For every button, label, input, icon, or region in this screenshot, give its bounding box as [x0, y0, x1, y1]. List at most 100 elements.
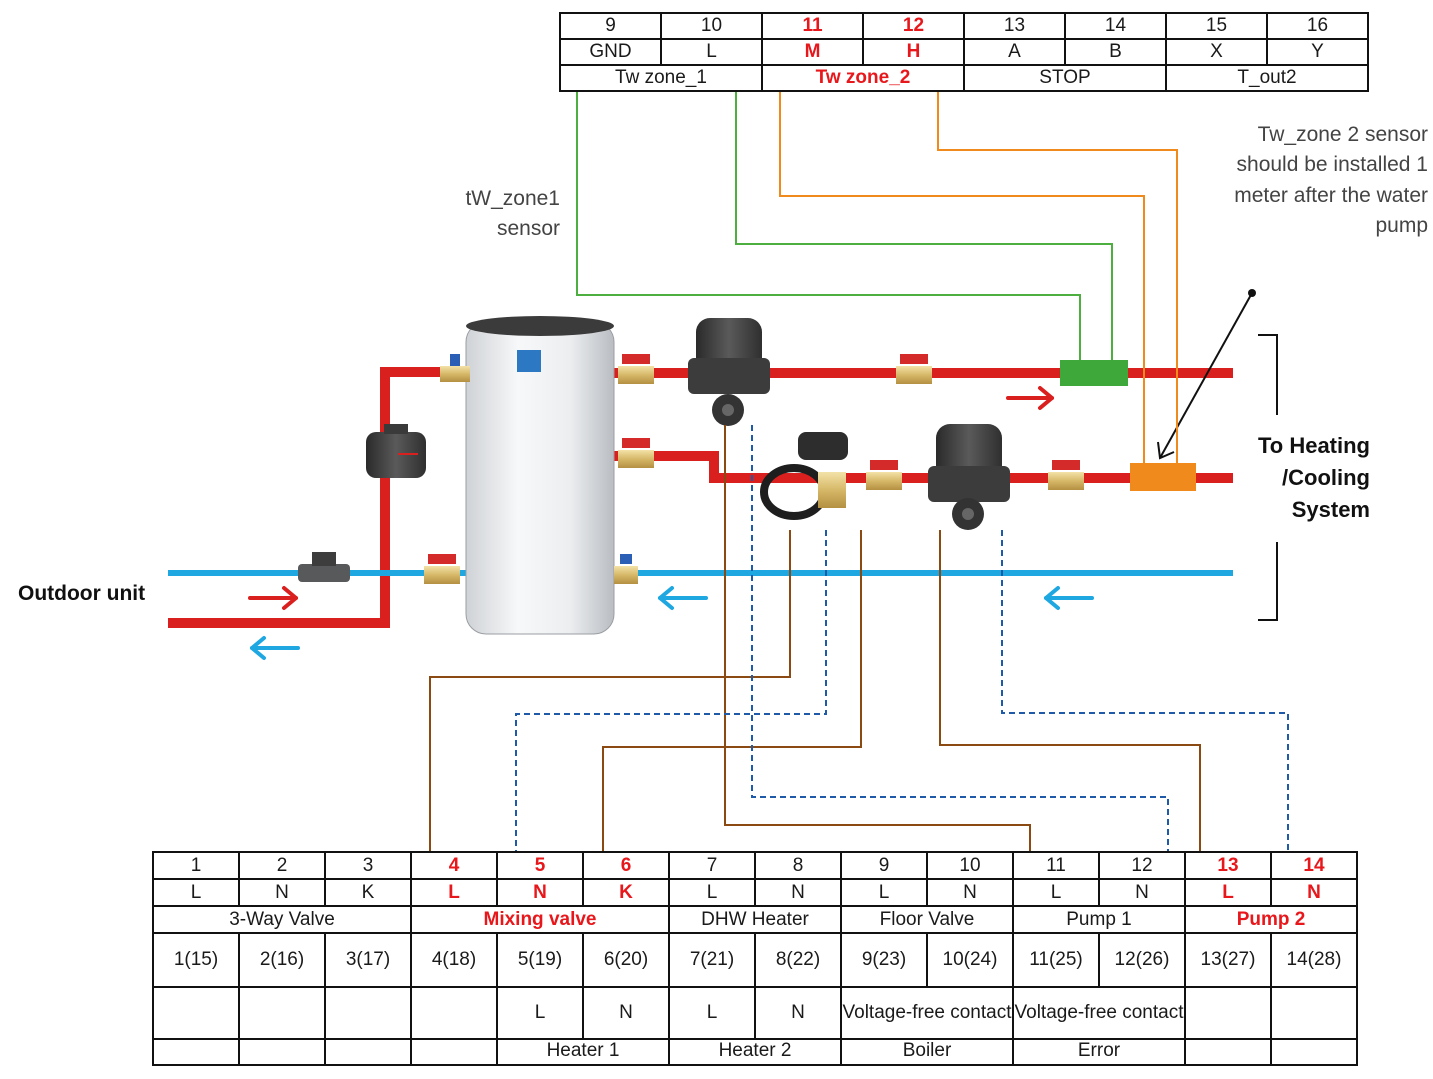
terminal-function: Pump 1	[1012, 905, 1186, 934]
terminal-letter: B	[1064, 38, 1167, 66]
terminal-letter: L	[152, 878, 240, 907]
terminal-function-row: 3-Way Valve Mixing valve DHW Heater Floo…	[152, 905, 1358, 934]
terminal-number: 14	[1064, 12, 1167, 40]
three-way-valve-icon	[298, 552, 350, 582]
hot-pipe-outdoor	[168, 367, 470, 628]
terminal-letter-row: L N K L N K L N L N L N L N	[152, 878, 1358, 907]
terminal-letter: GND	[559, 38, 662, 66]
terminal-alt-number: 4(18)	[410, 932, 498, 988]
terminal-empty-cell	[152, 986, 240, 1040]
terminal-number: 9	[559, 12, 662, 40]
terminal-number-row: 9 10 11 12 13 14 15 16	[559, 12, 1369, 40]
terminal-number: 10	[660, 12, 763, 40]
pump-1-icon	[688, 318, 770, 426]
zone1-sensor-pocket	[1060, 360, 1128, 386]
wire-pump1-l	[724, 425, 1031, 862]
wire-mixing-l	[429, 530, 791, 862]
terminal-function: Floor Valve	[840, 905, 1014, 934]
terminal-number: 11	[761, 12, 864, 40]
wire-mixing-k	[602, 530, 862, 862]
terminal-function: Pump 2	[1184, 905, 1358, 934]
terminal-group: T_out2	[1165, 64, 1369, 92]
terminal-alt-number: 5(19)	[496, 932, 584, 988]
terminal-function: 3-Way Valve	[152, 905, 412, 934]
terminal-number: 2	[238, 851, 326, 880]
arrow-left-icon	[658, 586, 708, 610]
terminal-letter: Y	[1266, 38, 1369, 66]
terminal-letter: A	[963, 38, 1066, 66]
terminal-alt-number: 13(27)	[1184, 932, 1272, 988]
terminal-number: 10	[926, 851, 1014, 880]
terminal-alt-number: 1(15)	[152, 932, 240, 988]
voltage-free-contact: Voltage-free contact	[1012, 986, 1186, 1040]
terminal-alt-number: 3(17)	[324, 932, 412, 988]
terminal-group-row: Tw zone_1 Tw zone_2 STOP T_out2	[559, 64, 1369, 92]
sensor-wires	[573, 58, 1178, 463]
terminal-letter: L	[840, 878, 928, 907]
terminal-number: 8	[754, 851, 842, 880]
terminal-contact-row: L N L N Voltage-free contact Voltage-fre…	[152, 986, 1358, 1040]
ball-valve-icon	[618, 354, 654, 384]
pump-2-icon	[928, 424, 1010, 530]
ball-valve-icon	[424, 554, 460, 584]
terminal-alt-number: 9(23)	[840, 932, 928, 988]
ball-valve-icon	[1048, 460, 1084, 490]
zone2-sensor-pocket	[1130, 463, 1196, 491]
terminal-alt-number: 10(24)	[926, 932, 1014, 988]
arrow-left-icon	[1044, 586, 1094, 610]
ball-valve-icon	[440, 354, 470, 382]
terminal-group: Tw zone_2	[761, 64, 965, 92]
terminal-letter: M	[761, 38, 864, 66]
arrow-left-icon	[250, 636, 300, 660]
terminal-alt-number: 7(21)	[668, 932, 756, 988]
wire-zone1-gnd	[576, 62, 1081, 360]
terminal-letter: N	[754, 878, 842, 907]
arrow-right-icon	[1006, 386, 1054, 410]
terminal-alt-number-row: 1(15) 2(16) 3(17) 4(18) 5(19) 6(20) 7(21…	[152, 932, 1358, 988]
ball-valve-icon	[614, 554, 638, 584]
terminal-group: Tw zone_1	[559, 64, 763, 92]
circulator-pump-outdoor-icon	[366, 424, 426, 478]
terminal-empty-cell	[1184, 1038, 1272, 1066]
wire-zone2-h	[937, 62, 1178, 463]
terminal-empty-cell	[152, 1038, 240, 1066]
terminal-letter: N	[926, 878, 1014, 907]
voltage-free-contact: Voltage-free contact	[840, 986, 1014, 1040]
terminal-letter: L	[1184, 878, 1272, 907]
wire-zone2-m	[779, 62, 1145, 463]
terminal-number: 6	[582, 851, 670, 880]
terminal-empty-cell	[238, 1038, 326, 1066]
zone1-sensor-label: tW_zone1 sensor	[465, 187, 560, 241]
terminal-function: DHW Heater	[668, 905, 842, 934]
terminal-number: 3	[324, 851, 412, 880]
sensor-pointer	[1157, 289, 1256, 460]
wire-mixing-n	[515, 530, 827, 862]
terminal-alt-number: 14(28)	[1270, 932, 1358, 988]
terminal-empty-cell	[1270, 1038, 1358, 1066]
system-bracket	[1258, 542, 1278, 621]
terminal-empty-cell	[410, 986, 498, 1040]
terminal-aux-row: Heater 1 Heater 2 Boiler Error	[152, 1038, 1358, 1066]
heating-system-label: To Heating /Cooling System	[1257, 433, 1370, 522]
zone2-sensor-note: Tw_zone 2 sensor should be installed 1 m…	[1234, 123, 1428, 238]
wire-pump2-l	[939, 530, 1201, 862]
terminal-empty-cell	[1184, 986, 1272, 1040]
terminal-empty-cell	[324, 986, 412, 1040]
terminal-alt-number: 12(26)	[1098, 932, 1186, 988]
terminal-letter: H	[862, 38, 965, 66]
terminal-aux-function: Heater 1	[496, 1038, 670, 1066]
terminal-number: 11	[1012, 851, 1100, 880]
terminal-alt-letter: N	[582, 986, 670, 1040]
terminal-letter: N	[1098, 878, 1186, 907]
wire-zone1-l	[735, 62, 1113, 360]
terminal-number: 4	[410, 851, 498, 880]
terminal-function: Mixing valve	[410, 905, 670, 934]
terminal-alt-letter: N	[754, 986, 842, 1040]
terminal-letter: L	[660, 38, 763, 66]
terminal-number: 9	[840, 851, 928, 880]
bottom-terminal-block: 1 2 3 4 5 6 7 8 9 10 11 12 13 14 L N K L…	[152, 851, 1358, 1066]
terminal-number: 13	[1184, 851, 1272, 880]
terminal-alt-letter: L	[668, 986, 756, 1040]
pipes	[168, 367, 1233, 628]
